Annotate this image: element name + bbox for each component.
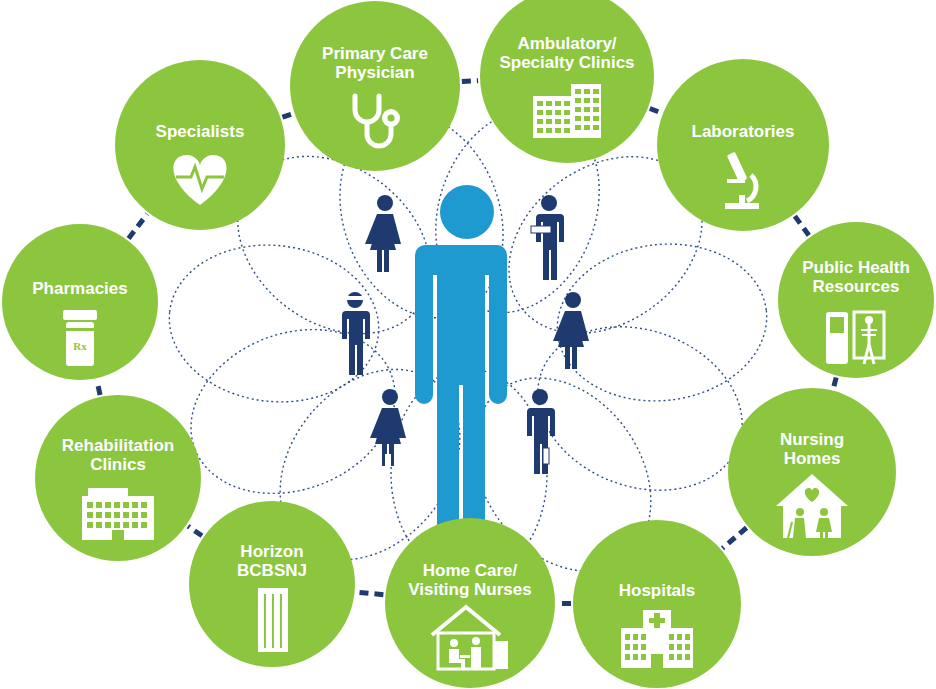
- circle-shape: [728, 388, 896, 556]
- hospital-circle: Hospitals: [573, 520, 741, 688]
- small-figures: [342, 195, 589, 474]
- node-label: Home Care/ Visiting Nurses: [400, 561, 540, 600]
- primary-care-circle: Primary Care Physician: [290, 1, 460, 171]
- node-label: Hospitals: [597, 581, 717, 601]
- insurer-circle: Horizon BCBSNJ: [189, 501, 355, 667]
- dashed-connector: [650, 108, 661, 112]
- dotted-ring: [167, 301, 419, 521]
- dotted-ring: [514, 299, 765, 518]
- node-label: Horizon BCBSNJ: [222, 542, 322, 581]
- dashed-connector: [722, 528, 746, 548]
- public-health-circle: Public Health Resources: [778, 222, 934, 378]
- circle-shape: [290, 1, 460, 171]
- home-care-circle: Home Care/ Visiting Nurses: [385, 518, 555, 688]
- node-label: Public Health Resources: [791, 258, 921, 297]
- node-label: Primary Care Physician: [310, 44, 440, 83]
- node-label: Rehabilitation Clinics: [51, 436, 186, 475]
- dashed-connector: [357, 592, 384, 595]
- node-label: Specialists: [140, 122, 260, 142]
- dashed-connector: [129, 214, 148, 238]
- dashed-connector: [833, 378, 836, 389]
- node-label: Ambulatory/ Specialty Clinics: [492, 34, 642, 73]
- circle-shape: [573, 520, 741, 688]
- dashed-connector: [557, 603, 571, 604]
- node-label: Pharmacies: [20, 279, 140, 299]
- dashed-connector: [97, 380, 100, 395]
- dotted-ring: [161, 234, 387, 412]
- circle-shape: [480, 0, 654, 163]
- rehab-circle: Rehabilitation Clinics: [35, 395, 201, 561]
- lab-circle: Laboratories: [657, 59, 829, 231]
- node-label: Nursing Homes: [765, 430, 860, 469]
- dashed-connector: [282, 114, 292, 117]
- circle-shape: [2, 224, 158, 380]
- specialist-circle: Specialists: [115, 60, 285, 230]
- dashed-connector: [462, 80, 478, 82]
- nursing-home-circle: Nursing Homes: [728, 388, 896, 556]
- rx-symbol: Rx: [73, 340, 86, 352]
- dotted-ring: [549, 233, 776, 412]
- circle-shape: [35, 395, 201, 561]
- pharmacy-circle: Pharmacies: [2, 224, 158, 380]
- clinic-circle: Ambulatory/ Specialty Clinics: [480, 0, 654, 163]
- circle-shape: [657, 59, 829, 231]
- circle-shape: [385, 518, 555, 688]
- dashed-connector: [188, 526, 202, 536]
- circle-shape: [189, 501, 355, 667]
- dashed-connector: [795, 216, 809, 235]
- central-person: [415, 185, 507, 546]
- circle-shape: [115, 60, 285, 230]
- circle-shape: [778, 222, 934, 378]
- node-label: Laboratories: [673, 122, 813, 142]
